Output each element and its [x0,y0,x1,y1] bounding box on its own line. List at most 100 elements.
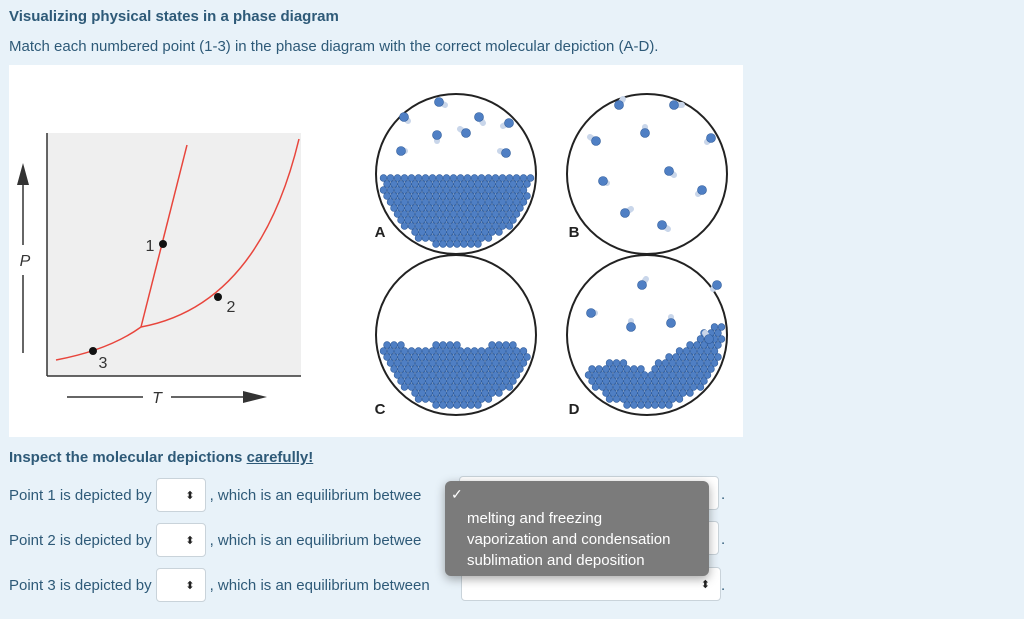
molecule [609,389,617,397]
melting-curve [140,144,188,328]
molecule [404,180,412,188]
gas-molecule [640,128,650,138]
molecule [435,234,444,242]
molecule [453,341,461,349]
molecule [407,359,416,367]
molecule [463,359,472,367]
molecule [386,198,395,206]
molecule [397,216,405,224]
molecule [519,174,528,182]
molecule [470,222,479,230]
point-1-depiction-select[interactable]: ⬍ [155,478,206,512]
molecule [470,186,479,194]
molecule [439,401,447,409]
molecule [710,347,719,355]
molecule [390,365,398,373]
molecule [390,192,398,200]
molecule [495,389,503,397]
molecule [467,401,475,409]
molecule [477,234,486,242]
molecules-layer [379,96,726,409]
row-point-1: Point 1 is depicted by ⬍ , which is an e… [9,477,421,513]
molecule [703,359,712,367]
dropdown-option-vaporization[interactable]: vaporization and condensation [467,531,671,548]
molecule [446,365,454,373]
molecule [481,377,489,385]
molecule [421,186,430,194]
molecule [481,389,489,397]
molecule [488,353,496,361]
molecule [432,353,440,361]
molecule [523,180,531,188]
molecule [463,234,472,242]
molecule [432,389,440,397]
molecule [421,371,430,379]
gas-molecule [664,166,674,176]
molecule [637,401,645,409]
molecule [481,192,489,200]
molecule [605,371,614,379]
t-axis-label: T [152,390,163,407]
molecule [453,353,461,361]
molecule [623,365,631,373]
molecule [484,234,493,242]
point-2-depiction-select[interactable]: ⬍ [155,523,206,557]
molecule [414,347,423,355]
molecule [418,353,426,361]
molecule [703,347,712,355]
molecule [474,353,482,361]
row-2-label: Point 2 is depicted by [9,531,152,549]
molecule [432,365,440,373]
molecule [498,371,507,379]
molecule [612,359,621,367]
row-1-middle-text: , which is an equilibrium betwee [209,486,422,504]
molecule [397,377,405,385]
point-2-marker [214,293,222,301]
dropdown-option-sublimation[interactable]: sublimation and deposition [467,552,645,569]
molecule [421,210,430,218]
molecule [516,353,524,361]
molecule [400,186,409,194]
molecule [404,353,412,361]
molecule [397,341,405,349]
molecule [425,389,433,397]
molecule [633,395,642,403]
molecule [463,347,472,355]
molecule [647,371,656,379]
molecule [397,353,405,361]
molecule [446,192,454,200]
molecule [449,210,458,218]
molecule [689,347,698,355]
molecule [623,401,631,409]
molecule [679,353,687,361]
molecule [488,204,496,212]
molecule [460,192,468,200]
gas-molecule [614,100,624,110]
molecule [509,353,517,361]
molecule [526,174,535,182]
molecule [411,180,419,188]
molecule [442,198,451,206]
molecule [640,383,649,391]
molecule [442,371,451,379]
dropdown-option-melting[interactable]: melting and freezing [467,510,603,527]
point-3-depiction-select[interactable]: ⬍ [155,568,206,602]
molecule [439,240,447,248]
molecule [456,174,465,182]
molecule [665,377,673,385]
molecule [488,389,496,397]
molecule [484,383,493,391]
molecule [488,228,496,236]
molecule [714,341,722,349]
molecule [383,192,391,200]
molecule [477,395,486,403]
molecule [686,389,694,397]
molecule [428,222,437,230]
molecule [411,192,419,200]
molecule [700,377,708,385]
molecule [484,222,493,230]
molecule [672,365,680,373]
select-arrow-icon: ⬍ [185,489,195,502]
molecule [397,180,405,188]
molecule [644,377,652,385]
